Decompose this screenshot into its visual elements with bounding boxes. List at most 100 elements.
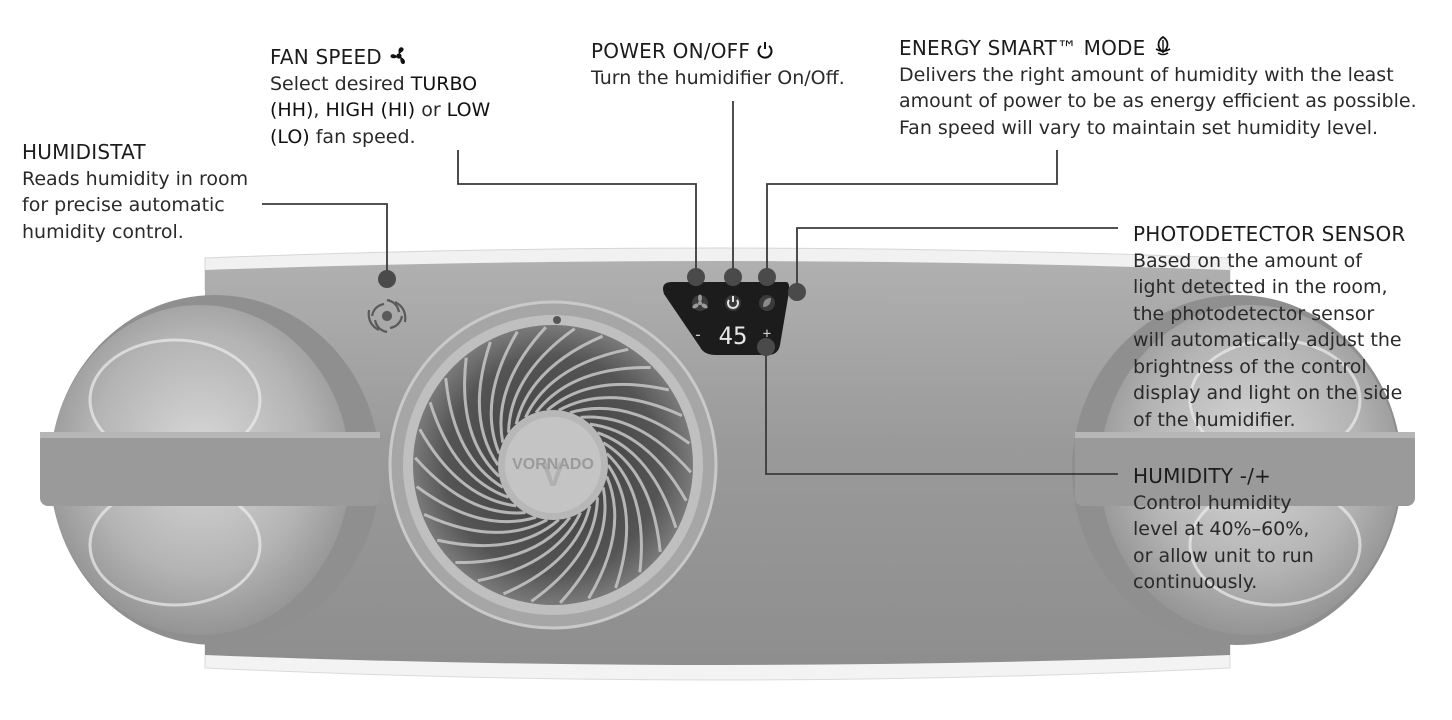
fan-blade	[436, 518, 560, 548]
energy-smart-title: ENERGY SMART™ MODE	[899, 36, 1146, 60]
humidity-callout: HUMIDITY -/+ Control humidity level at 4…	[1133, 463, 1314, 596]
energy-smart-desc-line-1: Delivers the right amount of humidity wi…	[899, 63, 1394, 86]
fan-speed-turbo-label: TURBO	[410, 72, 478, 95]
fan-speed-tail: fan speed.	[309, 125, 416, 148]
fan-blade	[597, 431, 678, 529]
humidity-desc-line-4: continuously.	[1133, 571, 1258, 593]
fan-speed-low-label: LOW	[446, 99, 491, 121]
fan-blade	[602, 441, 662, 553]
fan-blade	[587, 475, 617, 600]
fan-speed-sep-2: or	[415, 99, 447, 121]
fan-blade	[514, 334, 604, 425]
humidistat-dot	[378, 270, 396, 288]
fan-blade	[524, 347, 629, 419]
fan-blade	[418, 428, 517, 508]
leader-dots	[378, 268, 806, 356]
fan-blade	[507, 327, 576, 433]
humidistat-desc-line-2: for precise automatic	[22, 194, 225, 216]
humidistat-desc-line-1: Reads humidity in room	[22, 167, 249, 190]
leaf-panel-icon	[763, 298, 771, 307]
fan-speed-callout: FAN SPEED Select desired TURBO (HH), HIG…	[270, 44, 490, 150]
photodetector-dot	[788, 283, 806, 301]
fan-blade	[558, 396, 683, 417]
photodetector-desc-line-1: Based on the amount of	[1133, 249, 1362, 272]
fan-blade	[428, 401, 509, 499]
fan-blade	[589, 422, 688, 502]
fan-speed-line1-pre: Select desired	[270, 72, 411, 95]
fan-blade	[444, 377, 504, 489]
humidity-plus-button[interactable]: +	[763, 326, 771, 342]
fan-blade	[530, 497, 599, 603]
fan-blade	[534, 365, 651, 414]
fan-blade	[499, 326, 547, 443]
humidity-display: 45	[719, 322, 748, 350]
fan-blade	[414, 456, 526, 515]
fan-speed-dot	[687, 268, 705, 286]
photodetector-callout: PHOTODETECTOR SENSOR Based on the amount…	[1133, 221, 1406, 433]
humidity-desc-line-1: Control humidity	[1133, 491, 1292, 514]
humidistat-vent-icon	[367, 298, 407, 334]
fan-speed-leader	[457, 150, 697, 277]
photodetector-desc-line-7: of the humidifier.	[1133, 408, 1296, 431]
energy-smart-desc-line-2: amount of power to be as energy efficien…	[899, 90, 1417, 112]
brand-logo: VORNADO	[512, 456, 594, 473]
fan-blade	[415, 485, 537, 524]
leaf-icon	[1155, 35, 1170, 56]
humidity-leader	[765, 347, 1118, 475]
fan-blade	[455, 516, 572, 565]
photodetector-desc-line-6: display and light on the side	[1133, 382, 1403, 404]
photodetector-leader	[796, 227, 1118, 292]
photodetector-desc-line-3: the photodetector sensor	[1133, 302, 1375, 325]
fan-blade	[569, 406, 691, 445]
fan-blade	[546, 382, 670, 412]
humidistat-title: HUMIDISTAT	[22, 140, 146, 164]
fan-blade	[605, 452, 643, 573]
right-water-tank	[1072, 295, 1415, 645]
humidity-dot	[757, 338, 775, 356]
leader-lines	[262, 101, 1118, 475]
fan-speed-button[interactable]	[691, 294, 708, 312]
power-panel-icon	[727, 296, 739, 309]
fan-speed-hh-label: (HH)	[270, 99, 314, 121]
energy-smart-desc-line-3: Fan speed will vary to maintain set humi…	[899, 116, 1379, 139]
fan-blade	[580, 415, 692, 474]
power-desc-line-1: Turn the humidifier On/Off.	[591, 66, 845, 89]
power-title: POWER ON/OFF	[591, 39, 751, 63]
humidistat-callout: HUMIDISTAT Reads humidity in room for pr…	[22, 139, 248, 245]
power-icon	[757, 42, 773, 59]
energy-dot	[758, 268, 776, 286]
fan-blade	[463, 357, 501, 478]
fan-blade	[423, 513, 548, 534]
humidistat-leader	[262, 203, 388, 279]
fan-speed-lo-label: (LO)	[270, 125, 310, 148]
humidistat-desc-line-3: humidity control.	[22, 220, 184, 243]
humidity-desc-line-2: level at 40%–60%,	[1133, 518, 1310, 540]
photodetector-desc-line-4: will automatically adjust the	[1133, 329, 1402, 351]
fan-icon	[390, 47, 405, 64]
fan-blade	[477, 341, 500, 466]
photodetector-desc-line-5: brightness of the control	[1133, 355, 1367, 378]
brand-mark: V	[542, 456, 565, 494]
fan-blade	[502, 505, 592, 596]
energy-leader	[766, 150, 1058, 277]
energy-smart-button[interactable]	[759, 295, 775, 311]
fan-blade	[606, 464, 629, 589]
fan-grille	[388, 300, 718, 630]
photodetector-desc-line-2: light detected in the room,	[1133, 276, 1388, 298]
photodetector-title: PHOTODETECTOR SENSOR	[1133, 222, 1406, 246]
fan-speed-panel-icon	[692, 294, 708, 309]
humidity-desc-line-3: or allow unit to run	[1133, 544, 1314, 567]
humidity-title: HUMIDITY -/+	[1133, 464, 1272, 488]
fan-center-indicator	[553, 316, 561, 324]
fan-speed-title: FAN SPEED	[270, 45, 382, 69]
power-button[interactable]	[725, 295, 741, 311]
fan-blade	[477, 511, 582, 583]
energy-smart-callout: ENERGY SMART™ MODE Delivers the right am…	[899, 35, 1417, 141]
power-dot	[724, 268, 742, 286]
fan-speed-sep-1: ,	[313, 99, 326, 121]
left-water-tank	[40, 295, 380, 645]
fan-blade	[559, 487, 607, 604]
power-callout: POWER ON/OFF Turn the humidifier On/Off.	[591, 38, 845, 91]
humidity-minus-button[interactable]: -	[693, 325, 703, 344]
